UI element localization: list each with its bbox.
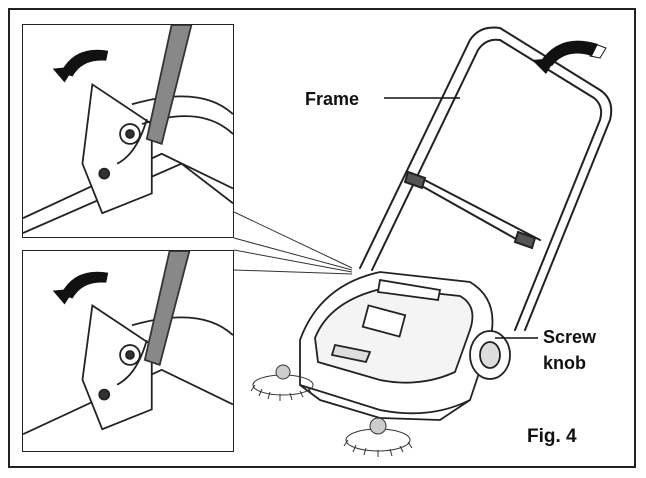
figure-caption: Fig. 4 xyxy=(527,426,577,447)
detail-inset-bottom xyxy=(22,250,234,452)
pivot-detail-unlocked xyxy=(23,25,233,234)
pivot-detail-locked xyxy=(23,251,233,435)
detail-inset-top xyxy=(22,24,234,238)
rotate-arrow-icon xyxy=(52,271,109,305)
callout-lines xyxy=(233,211,353,275)
side-brush-left xyxy=(250,364,314,401)
sweeper-body xyxy=(299,271,494,421)
screw-knob-label-line2: knob xyxy=(543,353,586,373)
screw-knob-label-line1: Screw xyxy=(543,327,597,347)
screw-knob xyxy=(469,330,511,380)
frame-label: Frame xyxy=(305,89,360,109)
side-brush-right xyxy=(343,417,413,457)
rotate-arrow-icon xyxy=(52,49,109,83)
rotate-arrow-icon xyxy=(532,40,607,74)
